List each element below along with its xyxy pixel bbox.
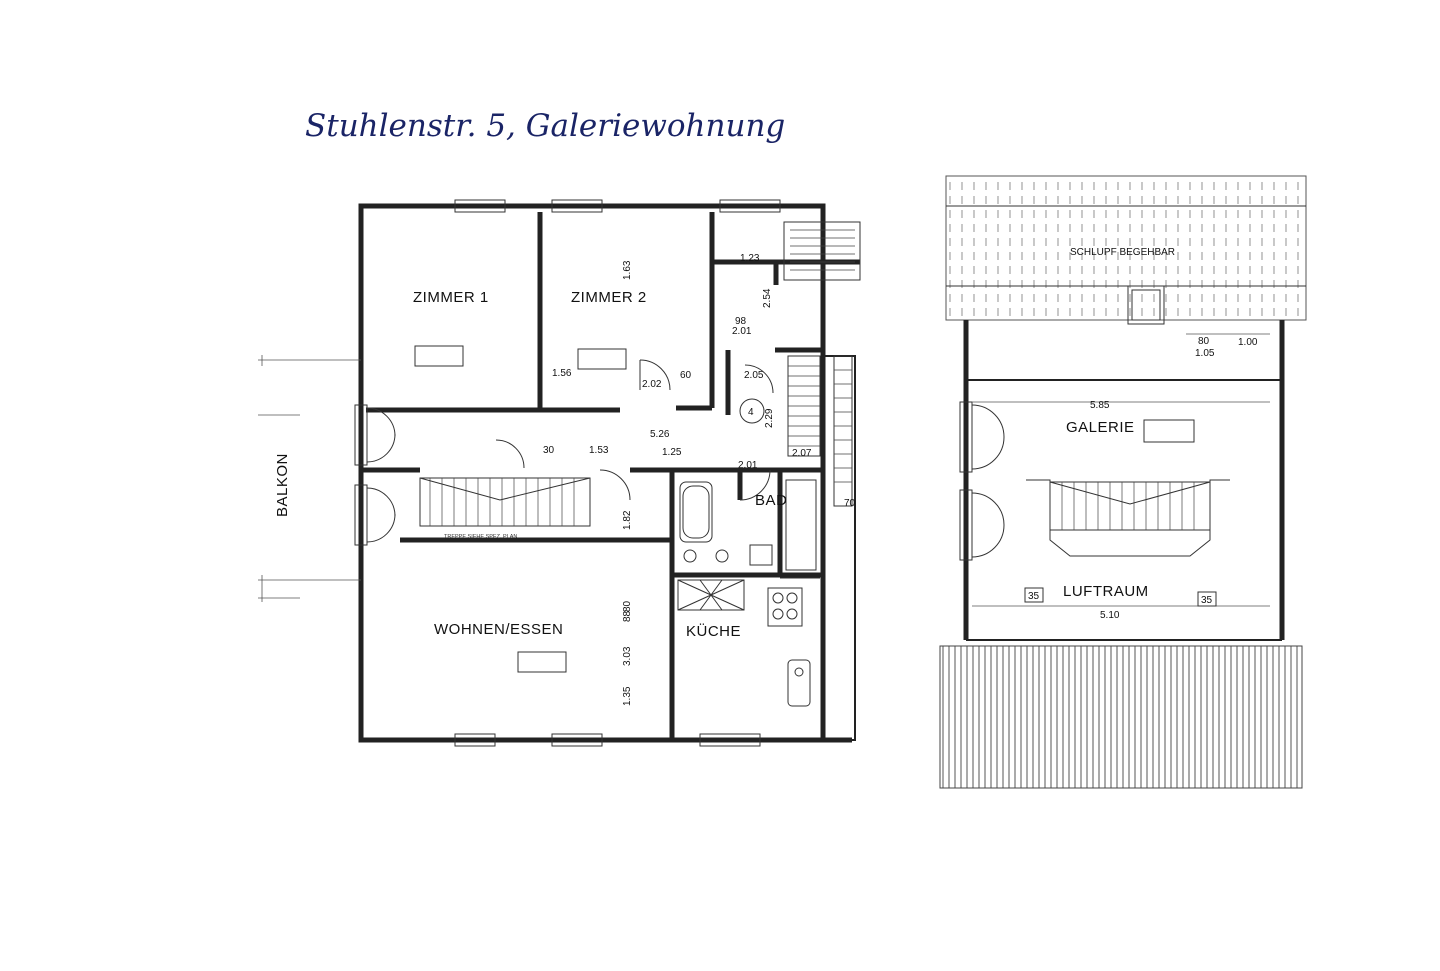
stairs-note: TREPPE SIEHE SPEZ. PLAN — [444, 534, 517, 540]
room-label-galerie: GALERIE — [1066, 419, 1135, 436]
dimension-label: 5.10 — [1100, 610, 1120, 621]
dimension-label: 98 — [735, 316, 747, 327]
room-label-schlupf: SCHLUPF BEGEHBAR — [1070, 247, 1175, 258]
room-label-balkon: BALKON — [274, 453, 291, 517]
dimension-label: 1.00 — [1238, 337, 1258, 348]
dimension-label: 80 — [1198, 336, 1210, 347]
room-label-zimmer-2: ZIMMER 2 — [571, 289, 647, 306]
dimension-label: 2.29 — [764, 408, 775, 428]
corridor-stairs — [419, 477, 591, 527]
dimension-label: 1.23 — [740, 253, 760, 264]
dimension-label: 1.82 — [622, 510, 633, 530]
gallery-floor-plan: SCHLUPF BEGEHBAR GALERIE LUFTRAUM — [939, 175, 1307, 789]
kitchen-fixtures — [677, 577, 820, 707]
room-label-kueche: KÜCHE — [686, 622, 741, 640]
dimension-label: 1.63 — [622, 260, 633, 280]
dimension-label: 1.25 — [662, 447, 682, 458]
gallery-stairs — [1026, 479, 1230, 557]
dimension-label: 2.54 — [762, 288, 773, 308]
dimension-label: 35 — [1201, 595, 1213, 606]
dimension-label: 5.85 — [1090, 400, 1110, 411]
dimension-label: 70 — [844, 498, 856, 509]
plan-title: Stuhlenstr. 5, Galeriewohnung — [305, 108, 785, 144]
upper-right-stairs — [783, 221, 861, 507]
dimension-label: 1.35 — [622, 686, 633, 706]
room-label-luftraum: LUFTRAUM — [1063, 583, 1149, 600]
room-label-wohnen-essen: WOHNEN/ESSEN — [434, 621, 563, 638]
dimension-label: 1.05 — [1195, 348, 1215, 359]
room-label-bad: BAD — [755, 492, 787, 509]
dimension-label: 2.01 — [732, 326, 752, 337]
dimension-label: 60 — [680, 370, 692, 381]
dimension-label: 88 — [622, 610, 633, 622]
room-label-zimmer-1: ZIMMER 1 — [413, 289, 489, 306]
dimension-label: 35 — [1028, 591, 1040, 602]
bathroom-fixtures — [679, 479, 817, 571]
dimension-label: 5.26 — [650, 429, 670, 440]
ground-floor-plan: 4 ZIMMER 1 ZIMMER 2 BAD WOHNEN/ESSEN KÜC… — [258, 199, 861, 747]
dimension-label: 2.01 — [738, 460, 758, 471]
dimension-label: 2.05 — [744, 370, 764, 381]
dimension-label: 30 — [543, 445, 555, 456]
dimension-label: 2.02 — [642, 379, 662, 390]
dimension-label: 1.56 — [552, 368, 572, 379]
dimension-label: 2.07 — [792, 448, 812, 459]
dimension-label: 80 — [622, 600, 633, 612]
dimension-label: 1.53 — [589, 445, 609, 456]
stair-number: 4 — [748, 407, 754, 418]
dimension-label: 3.03 — [622, 646, 633, 666]
